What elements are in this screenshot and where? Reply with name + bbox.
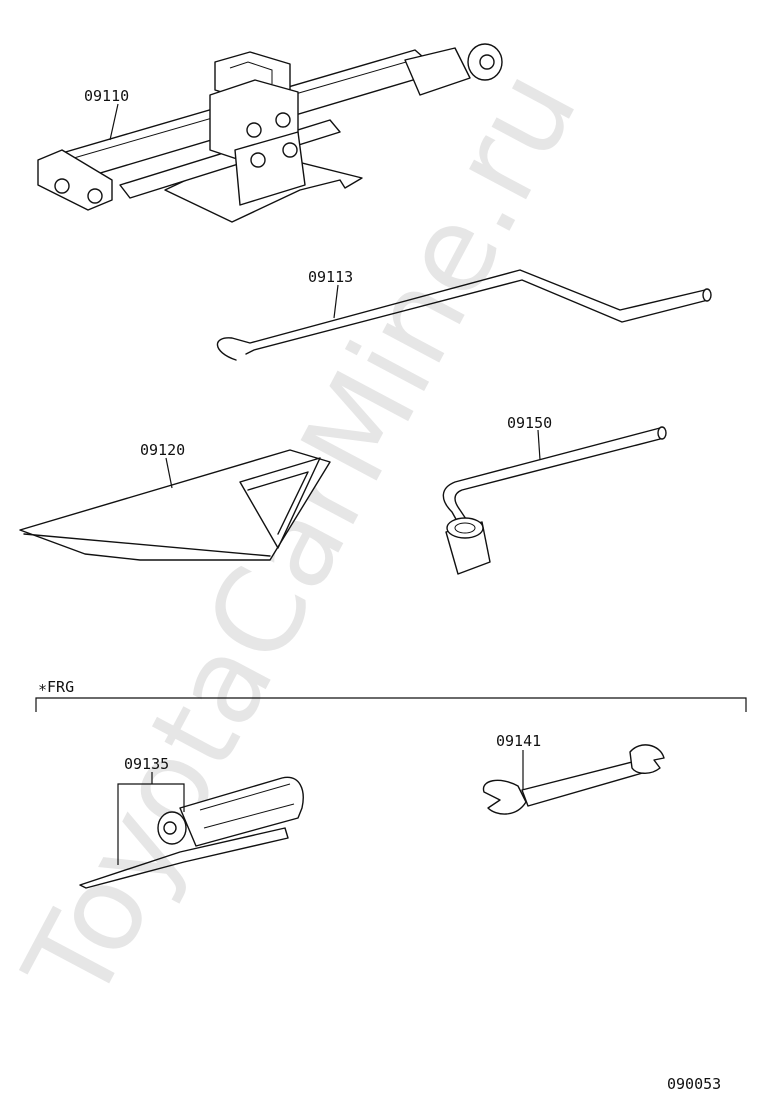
part-number-screwdriver: 09135 bbox=[124, 755, 169, 773]
wheel-wrench-illustration[interactable] bbox=[442, 426, 667, 575]
part-number-wheel-wrench: 09150 bbox=[507, 414, 552, 432]
jack-handle-illustration[interactable] bbox=[216, 269, 712, 361]
tool-bag-illustration[interactable] bbox=[19, 449, 331, 561]
section-marker: ∗FRG bbox=[38, 678, 74, 696]
part-number-jack-handle: 09113 bbox=[308, 268, 353, 286]
diagram-code: 090053 bbox=[667, 1075, 721, 1093]
jack-illustration[interactable] bbox=[37, 43, 503, 223]
spanner-illustration[interactable] bbox=[482, 744, 665, 815]
part-number-spanner: 09141 bbox=[496, 732, 541, 750]
part-number-jack: 09110 bbox=[84, 87, 129, 105]
section-bracket bbox=[35, 697, 747, 712]
screwdriver-illustration[interactable] bbox=[79, 776, 304, 889]
part-number-tool-bag: 09120 bbox=[140, 441, 185, 459]
